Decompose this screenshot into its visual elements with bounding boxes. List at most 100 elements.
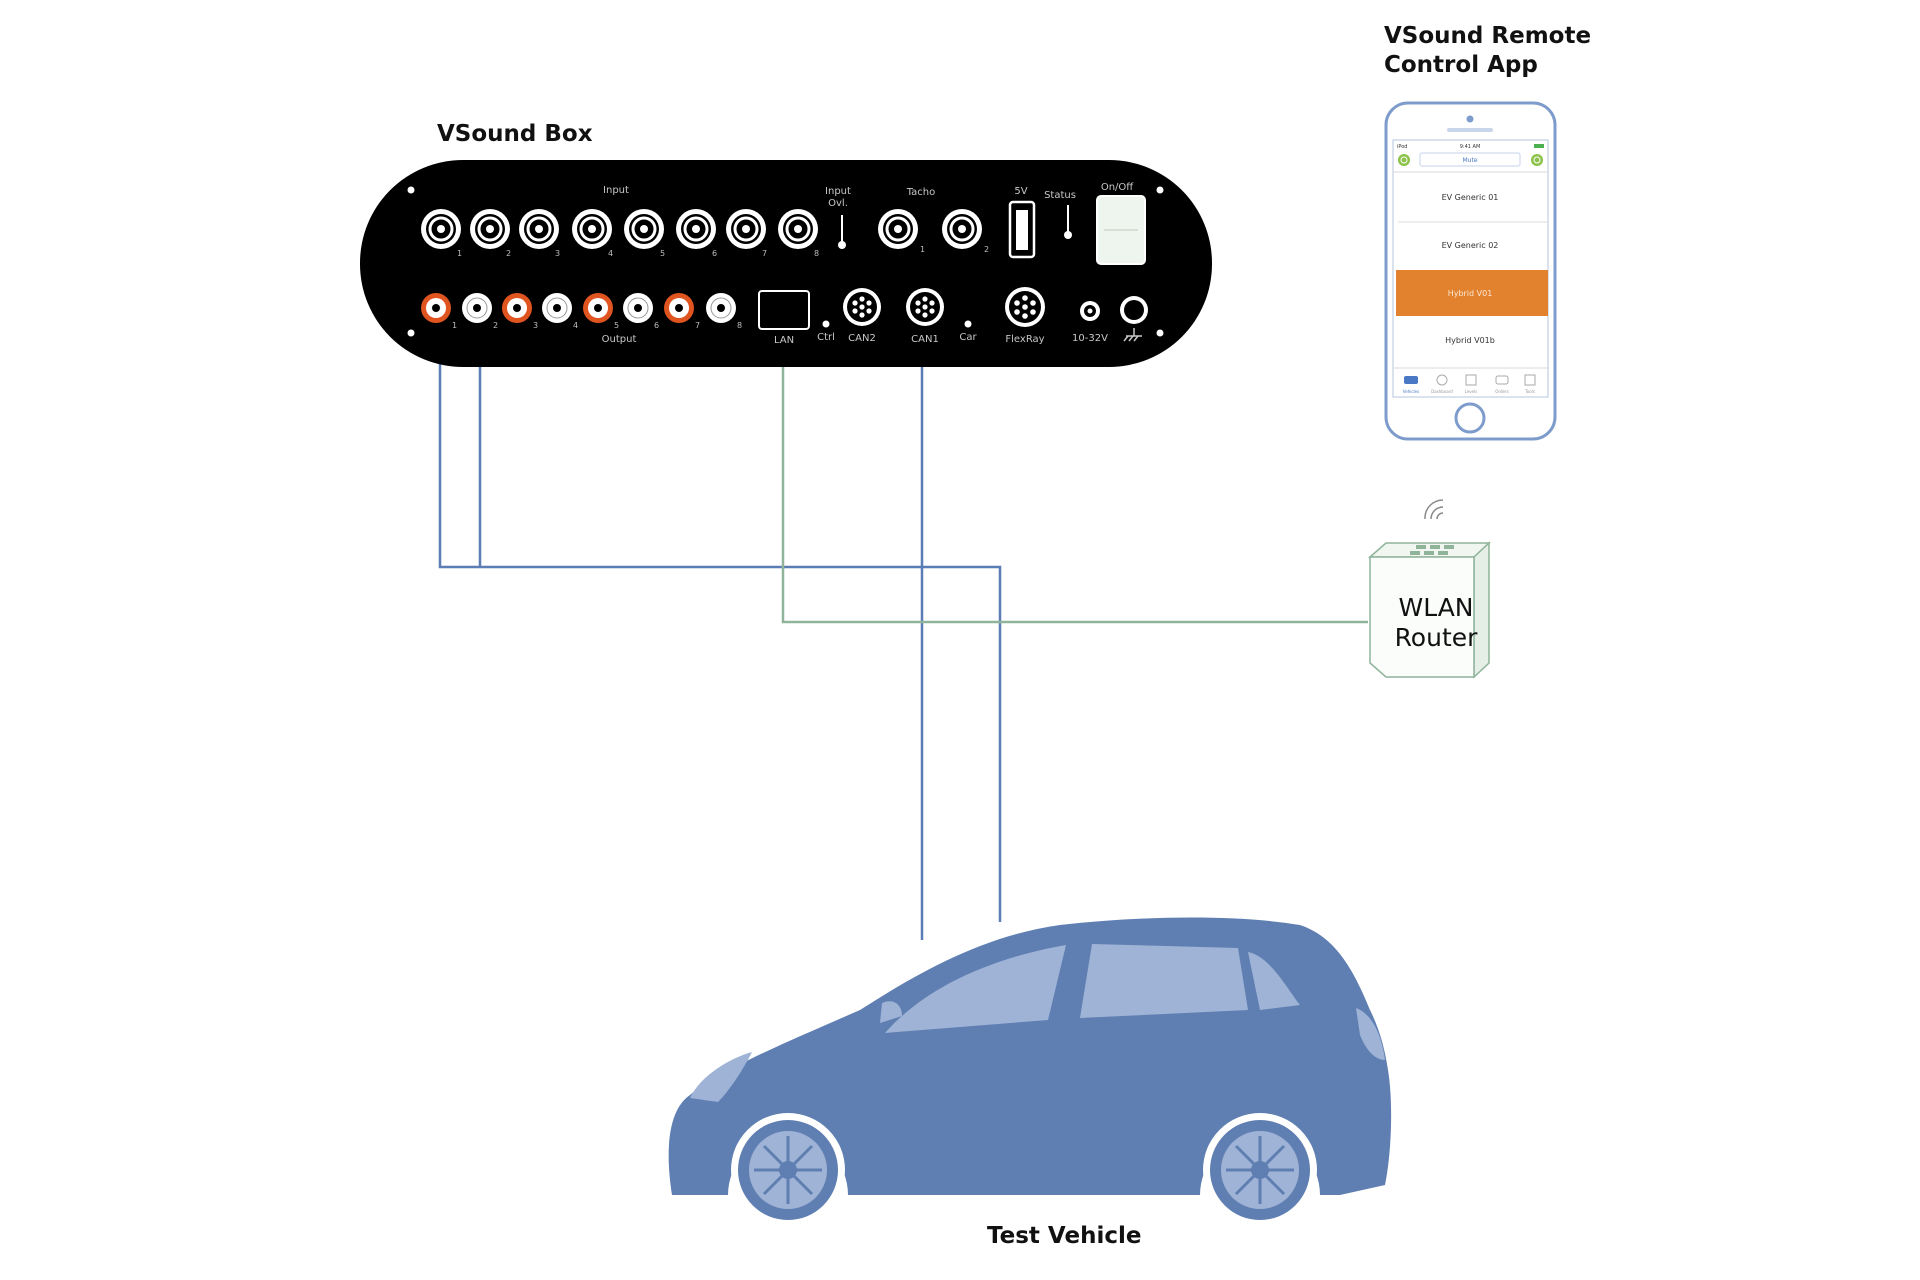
output-numbers: 1 2 3 4 5 6 7 8	[452, 321, 742, 330]
input-numbers: 1 2 3 4 5 6 7 8	[457, 249, 819, 258]
tacho-jack-2[interactable]	[942, 209, 982, 249]
on-off-switch[interactable]	[1096, 195, 1146, 265]
input-jack-3[interactable]	[519, 209, 559, 249]
app-list-item-label: EV Generic 01	[1442, 193, 1499, 202]
output-label: Output	[602, 334, 637, 345]
output-jack-4[interactable]	[542, 293, 572, 323]
refresh-icon-right[interactable]	[1531, 154, 1543, 166]
lan-to-router-wire	[781, 350, 1368, 624]
input-ovl-label-2: Ovl.	[828, 198, 848, 209]
router-label-line2: Router	[1395, 623, 1479, 652]
output-number: 4	[573, 321, 578, 330]
input-jack-1[interactable]	[421, 209, 461, 249]
gauge-tab-icon	[1436, 374, 1448, 386]
app-list-item-4[interactable]: Hybrid V01b	[1445, 336, 1495, 345]
input-jack-8[interactable]	[778, 209, 818, 249]
app-list-item-3-selected[interactable]: Hybrid V01	[1396, 270, 1548, 316]
box-screws	[407, 186, 1164, 337]
vsound-box-title: VSound Box	[437, 121, 593, 147]
ground-icon	[1123, 328, 1142, 342]
app-list-item-1[interactable]: EV Generic 01	[1442, 193, 1499, 202]
can1-label: CAN1	[911, 334, 939, 345]
ground-terminal[interactable]	[1120, 296, 1148, 324]
wlan-router: WLAN Router	[1368, 541, 1491, 679]
car-tab-icon	[1404, 376, 1418, 384]
output-number: 6	[654, 321, 659, 330]
remote-app-title-line2: Control App	[1384, 52, 1538, 78]
app-list-item-label: EV Generic 02	[1442, 241, 1499, 250]
app-list-item-label: Hybrid V01	[1448, 289, 1493, 298]
status-led	[1064, 205, 1072, 239]
output-jack-1[interactable]	[421, 293, 451, 323]
output-number: 3	[533, 321, 538, 330]
ctrl-dot	[822, 320, 830, 328]
tacho-jack-1[interactable]	[878, 209, 918, 249]
tab-label: Tools	[1524, 389, 1535, 394]
output-jacks	[421, 293, 736, 323]
ctrl-label: Ctrl	[817, 332, 835, 343]
refresh-icon-left[interactable]	[1398, 154, 1410, 166]
vehicle-side-mirror	[880, 1001, 902, 1023]
vehicle-headlight	[690, 1052, 752, 1102]
vehicle-taillight	[1356, 1008, 1385, 1060]
tab-levels[interactable]: Levels	[1465, 374, 1478, 394]
input-jacks	[421, 209, 818, 249]
flexray-connector[interactable]	[1005, 287, 1045, 327]
power-socket[interactable]	[1080, 301, 1100, 321]
input-number: 8	[814, 249, 819, 258]
output-jack-2[interactable]	[462, 293, 492, 323]
tacho-number: 1	[920, 245, 925, 254]
output-number: 8	[737, 321, 742, 330]
wires	[438, 350, 1368, 940]
battery-icon	[1534, 144, 1544, 148]
input-jack-7[interactable]	[726, 209, 766, 249]
phone-home-button[interactable]	[1454, 402, 1486, 434]
input-jack-6[interactable]	[676, 209, 716, 249]
tab-dashboard[interactable]: Dashboard	[1431, 374, 1453, 394]
input-jack-4[interactable]	[572, 209, 612, 249]
output-jack-3[interactable]	[502, 293, 532, 323]
tacho-label: Tacho	[906, 187, 936, 198]
input-number: 5	[660, 249, 665, 258]
app-list-item-label: Hybrid V01b	[1445, 336, 1495, 345]
can2-label: CAN2	[848, 333, 876, 344]
app-list-item-2[interactable]: EV Generic 02	[1442, 241, 1499, 250]
usb-port[interactable]	[1008, 200, 1036, 259]
grid-tab-icon	[1524, 374, 1536, 386]
flexray-label: FlexRay	[1005, 334, 1044, 345]
phone: iPod 9:41 AM Mute EV Generic 01	[1384, 101, 1557, 441]
output-jack-5[interactable]	[583, 293, 613, 323]
input-number: 4	[608, 249, 613, 258]
usb-5v-label: 5V	[1014, 186, 1027, 197]
input-number: 6	[712, 249, 717, 258]
status-label: Status	[1044, 190, 1076, 201]
vehicle-front-wheel	[731, 1113, 845, 1227]
orders-tab-icon	[1495, 375, 1509, 385]
test-vehicle	[668, 917, 1392, 1227]
wifi-signal-icon	[1424, 499, 1444, 520]
mute-tab[interactable]: Mute	[1419, 152, 1521, 167]
input-ovl-led	[838, 215, 846, 249]
tab-label: Dashboard	[1431, 389, 1453, 394]
box-body	[360, 160, 1212, 367]
output-jack-8[interactable]	[706, 293, 736, 323]
output-jack-7[interactable]	[664, 293, 694, 323]
on-off-label: On/Off	[1101, 182, 1134, 193]
tab-label: Orders	[1495, 389, 1508, 394]
phone-carrier: iPod	[1397, 144, 1407, 150]
phone-clock: 9:41 AM	[1460, 144, 1481, 150]
input-jack-5[interactable]	[624, 209, 664, 249]
tab-tools[interactable]: Tools	[1524, 374, 1536, 394]
input-jack-2[interactable]	[470, 209, 510, 249]
output-jack-6[interactable]	[623, 293, 653, 323]
tab-vehicles[interactable]: Vehicles	[1403, 376, 1419, 394]
can2-connector[interactable]	[843, 288, 881, 326]
input-number: 1	[457, 249, 462, 258]
test-vehicle-title: Test Vehicle	[987, 1223, 1141, 1249]
tab-label: Vehicles	[1403, 389, 1419, 394]
tab-orders[interactable]: Orders	[1495, 375, 1509, 394]
lan-port[interactable]	[758, 290, 810, 330]
output-number: 1	[452, 321, 457, 330]
can1-connector[interactable]	[906, 288, 944, 326]
lan-label: LAN	[774, 335, 794, 346]
